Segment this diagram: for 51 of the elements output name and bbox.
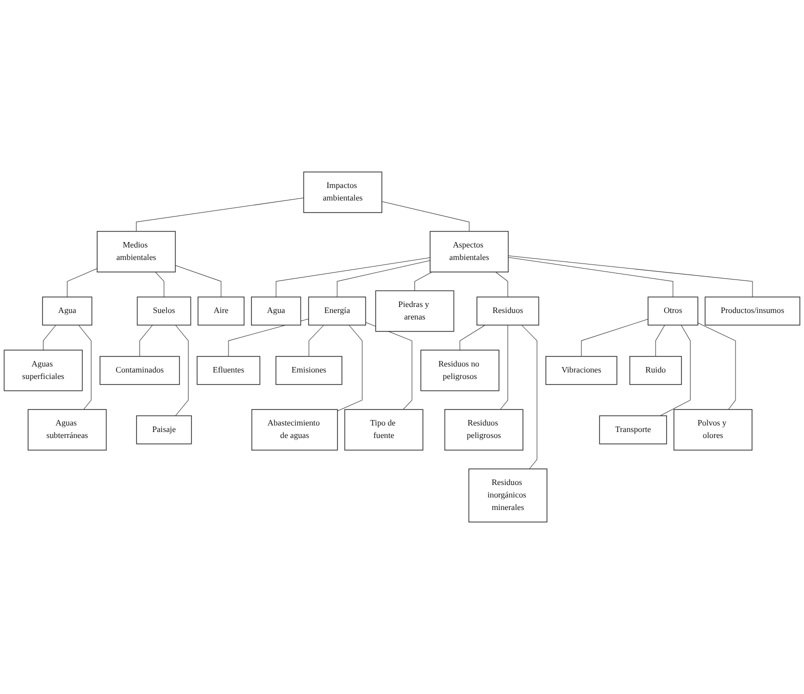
node-box: Aspectos ambientales [430,230,509,272]
connector [698,322,736,410]
node-box: Residuos no peligrosos [420,350,500,392]
connector [78,324,92,410]
node-box: Agua [42,296,92,326]
node-box: Aire [198,296,244,326]
connector [42,324,56,350]
node-box: Tipo de fuente [344,409,424,451]
node-box: Efluentes [196,356,260,385]
connector [154,272,164,298]
connector [175,265,222,298]
node-box: Impactos ambientales [303,172,382,213]
connector [336,260,430,298]
connector [414,272,432,291]
node-box: Residuos [476,296,540,326]
connector [308,324,324,357]
node-box: Contaminados [100,356,180,385]
node-box: Transporte [599,415,667,444]
connector [66,268,98,298]
connector [382,201,470,232]
connector [508,257,674,298]
node-box: Polvos y olores [674,409,752,451]
connector [276,257,430,298]
node-box: Ruido [629,356,682,385]
node-box: Paisaje [136,415,192,444]
node-box: Aguas superficiales [4,350,83,392]
node-box: Aguas subterráneas [28,409,107,451]
node-box: Residuos peligrosos [444,409,524,451]
connector [508,256,753,298]
node-box: Agua [251,296,302,326]
connector [337,324,362,412]
connector [136,198,304,232]
connector [521,324,538,470]
connector [581,318,648,357]
node-box: Energía [308,296,366,326]
node-box: Medios ambientales [96,230,176,272]
node-box: Emisiones [276,356,342,385]
connector [139,324,153,357]
node-box: Piedras y arenas [375,290,454,332]
node-box: Abastecimiento de aguas [251,409,338,451]
node-box: Residuos inorgánicos minerales [468,468,548,522]
node-box: Vibraciones [545,356,618,385]
connector [500,324,508,410]
connector [175,324,189,416]
node-box: Suelos [136,296,192,326]
connector [655,324,665,357]
connector [460,324,486,350]
node-box: Productos/insumos [704,296,800,326]
connector [660,324,691,416]
connector [495,272,508,298]
node-box: Otros [648,296,698,326]
